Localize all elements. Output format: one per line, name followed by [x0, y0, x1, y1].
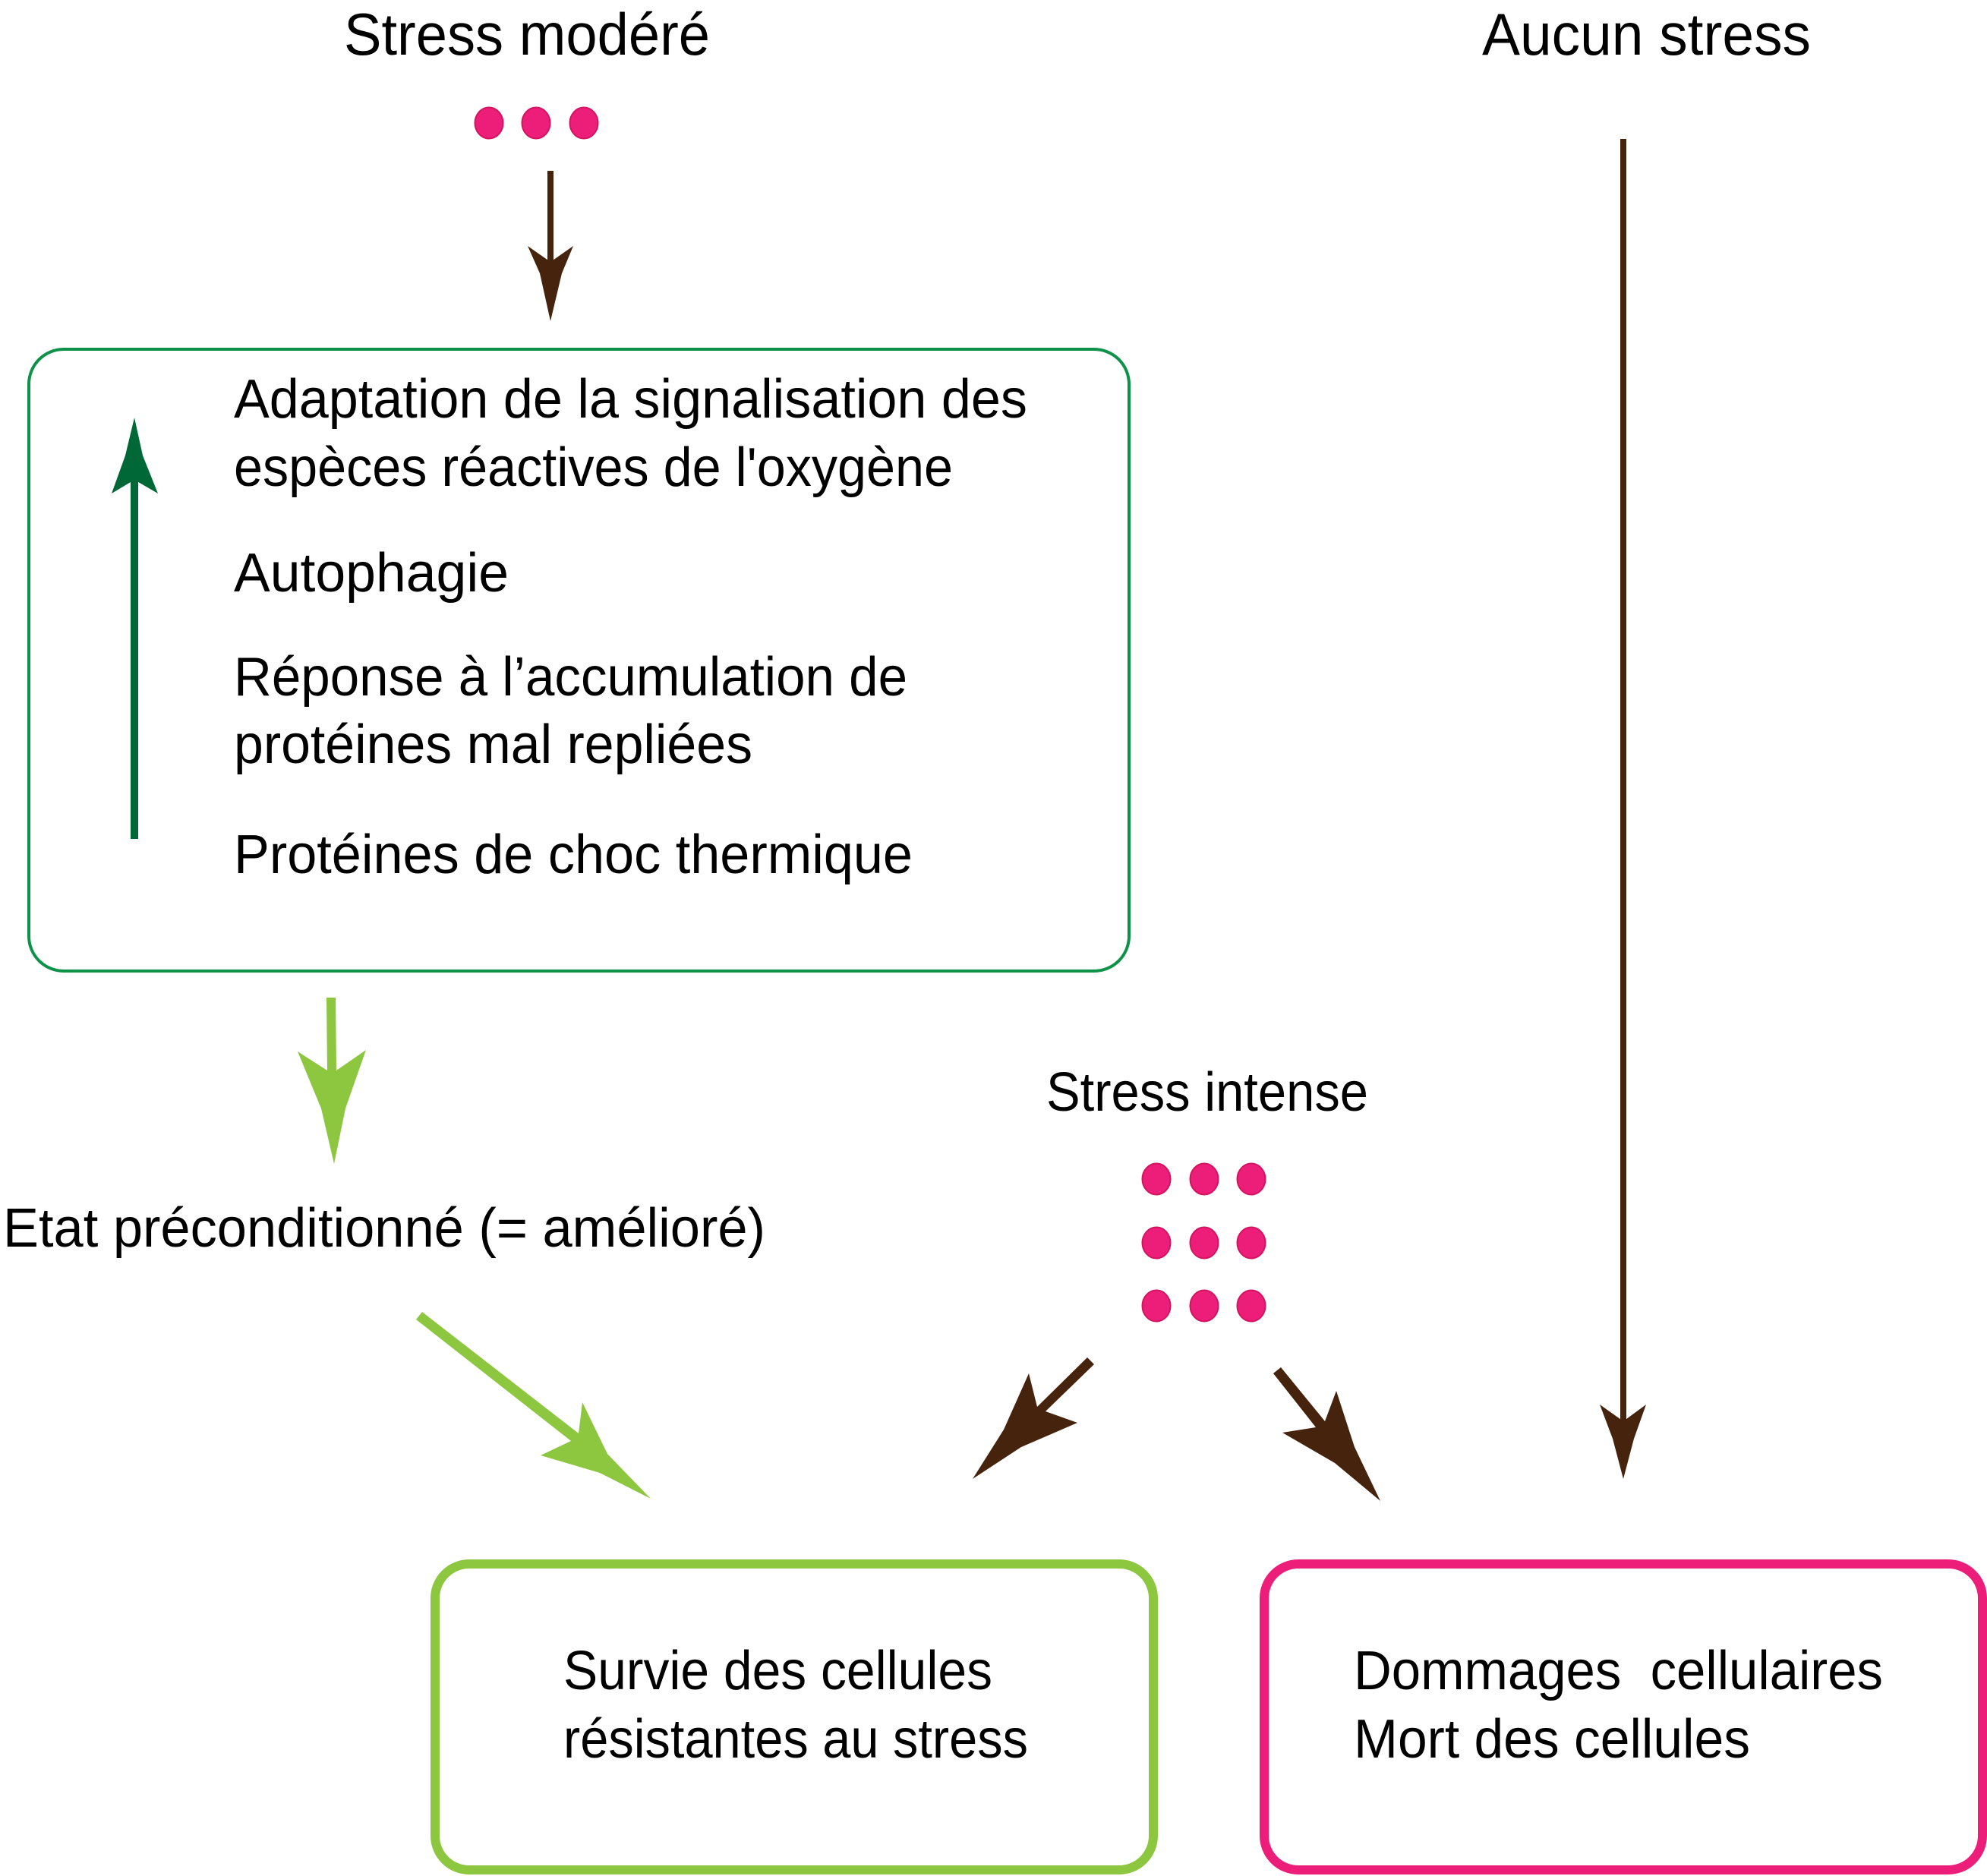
survival-arrow-icon	[416, 1312, 651, 1499]
moderate-stress-arrow-icon	[528, 171, 573, 321]
stress-dot	[1141, 1226, 1172, 1260]
no-stress-label: Aucun stress	[1482, 1, 1811, 68]
stress-dot	[474, 106, 504, 140]
preconditioning-arrow-icon	[298, 998, 366, 1164]
stress-dot	[1189, 1162, 1219, 1196]
stress-dot	[1189, 1226, 1219, 1260]
adaptation-item-autophagy: Autophagie	[234, 543, 509, 604]
moderate-stress-label: Stress modéré	[344, 1, 710, 68]
stress-dot	[1236, 1162, 1266, 1196]
survival-line2: résistantes au stress	[563, 1709, 1028, 1770]
adaptation-item-heat-shock: Protéines de choc thermique	[234, 824, 913, 885]
intense-to-damage-arrow-icon	[1273, 1367, 1380, 1501]
survival-box	[431, 1559, 1158, 1874]
increase-arrow-icon	[112, 418, 158, 839]
intense-to-survival-arrow-icon	[973, 1357, 1094, 1479]
stress-dot	[1236, 1226, 1266, 1260]
stress-dot	[1141, 1289, 1172, 1323]
stress-dot	[1141, 1162, 1172, 1196]
damage-line2: Mort des cellules	[1354, 1709, 1750, 1770]
preconditioned-state-label: Etat préconditionné (= amélioré)	[3, 1198, 765, 1259]
no-stress-arrow-icon	[1600, 139, 1646, 1479]
stress-dot	[521, 106, 551, 140]
adaptation-item-upr-line2: protéines mal repliées	[234, 714, 752, 775]
intense-stress-dots	[1141, 1162, 1266, 1323]
stress-dot	[569, 106, 599, 140]
damage-box	[1260, 1559, 1987, 1874]
moderate-stress-dots	[474, 106, 599, 140]
stress-dot	[1236, 1289, 1266, 1323]
survival-line1: Survie des cellules	[563, 1641, 992, 1701]
adaptation-box	[27, 348, 1131, 973]
damage-line1: Dommages cellulaires	[1354, 1641, 1883, 1701]
intense-stress-label: Stress intense	[1046, 1062, 1368, 1123]
adaptation-item-ros-line2: espèces réactives de l'oxygène	[234, 437, 953, 498]
adaptation-item-upr-line1: Réponse à l’accumulation de	[234, 647, 907, 708]
stress-dot	[1189, 1289, 1219, 1323]
adaptation-item-ros-line1: Adaptation de la signalisation des	[234, 369, 1027, 430]
